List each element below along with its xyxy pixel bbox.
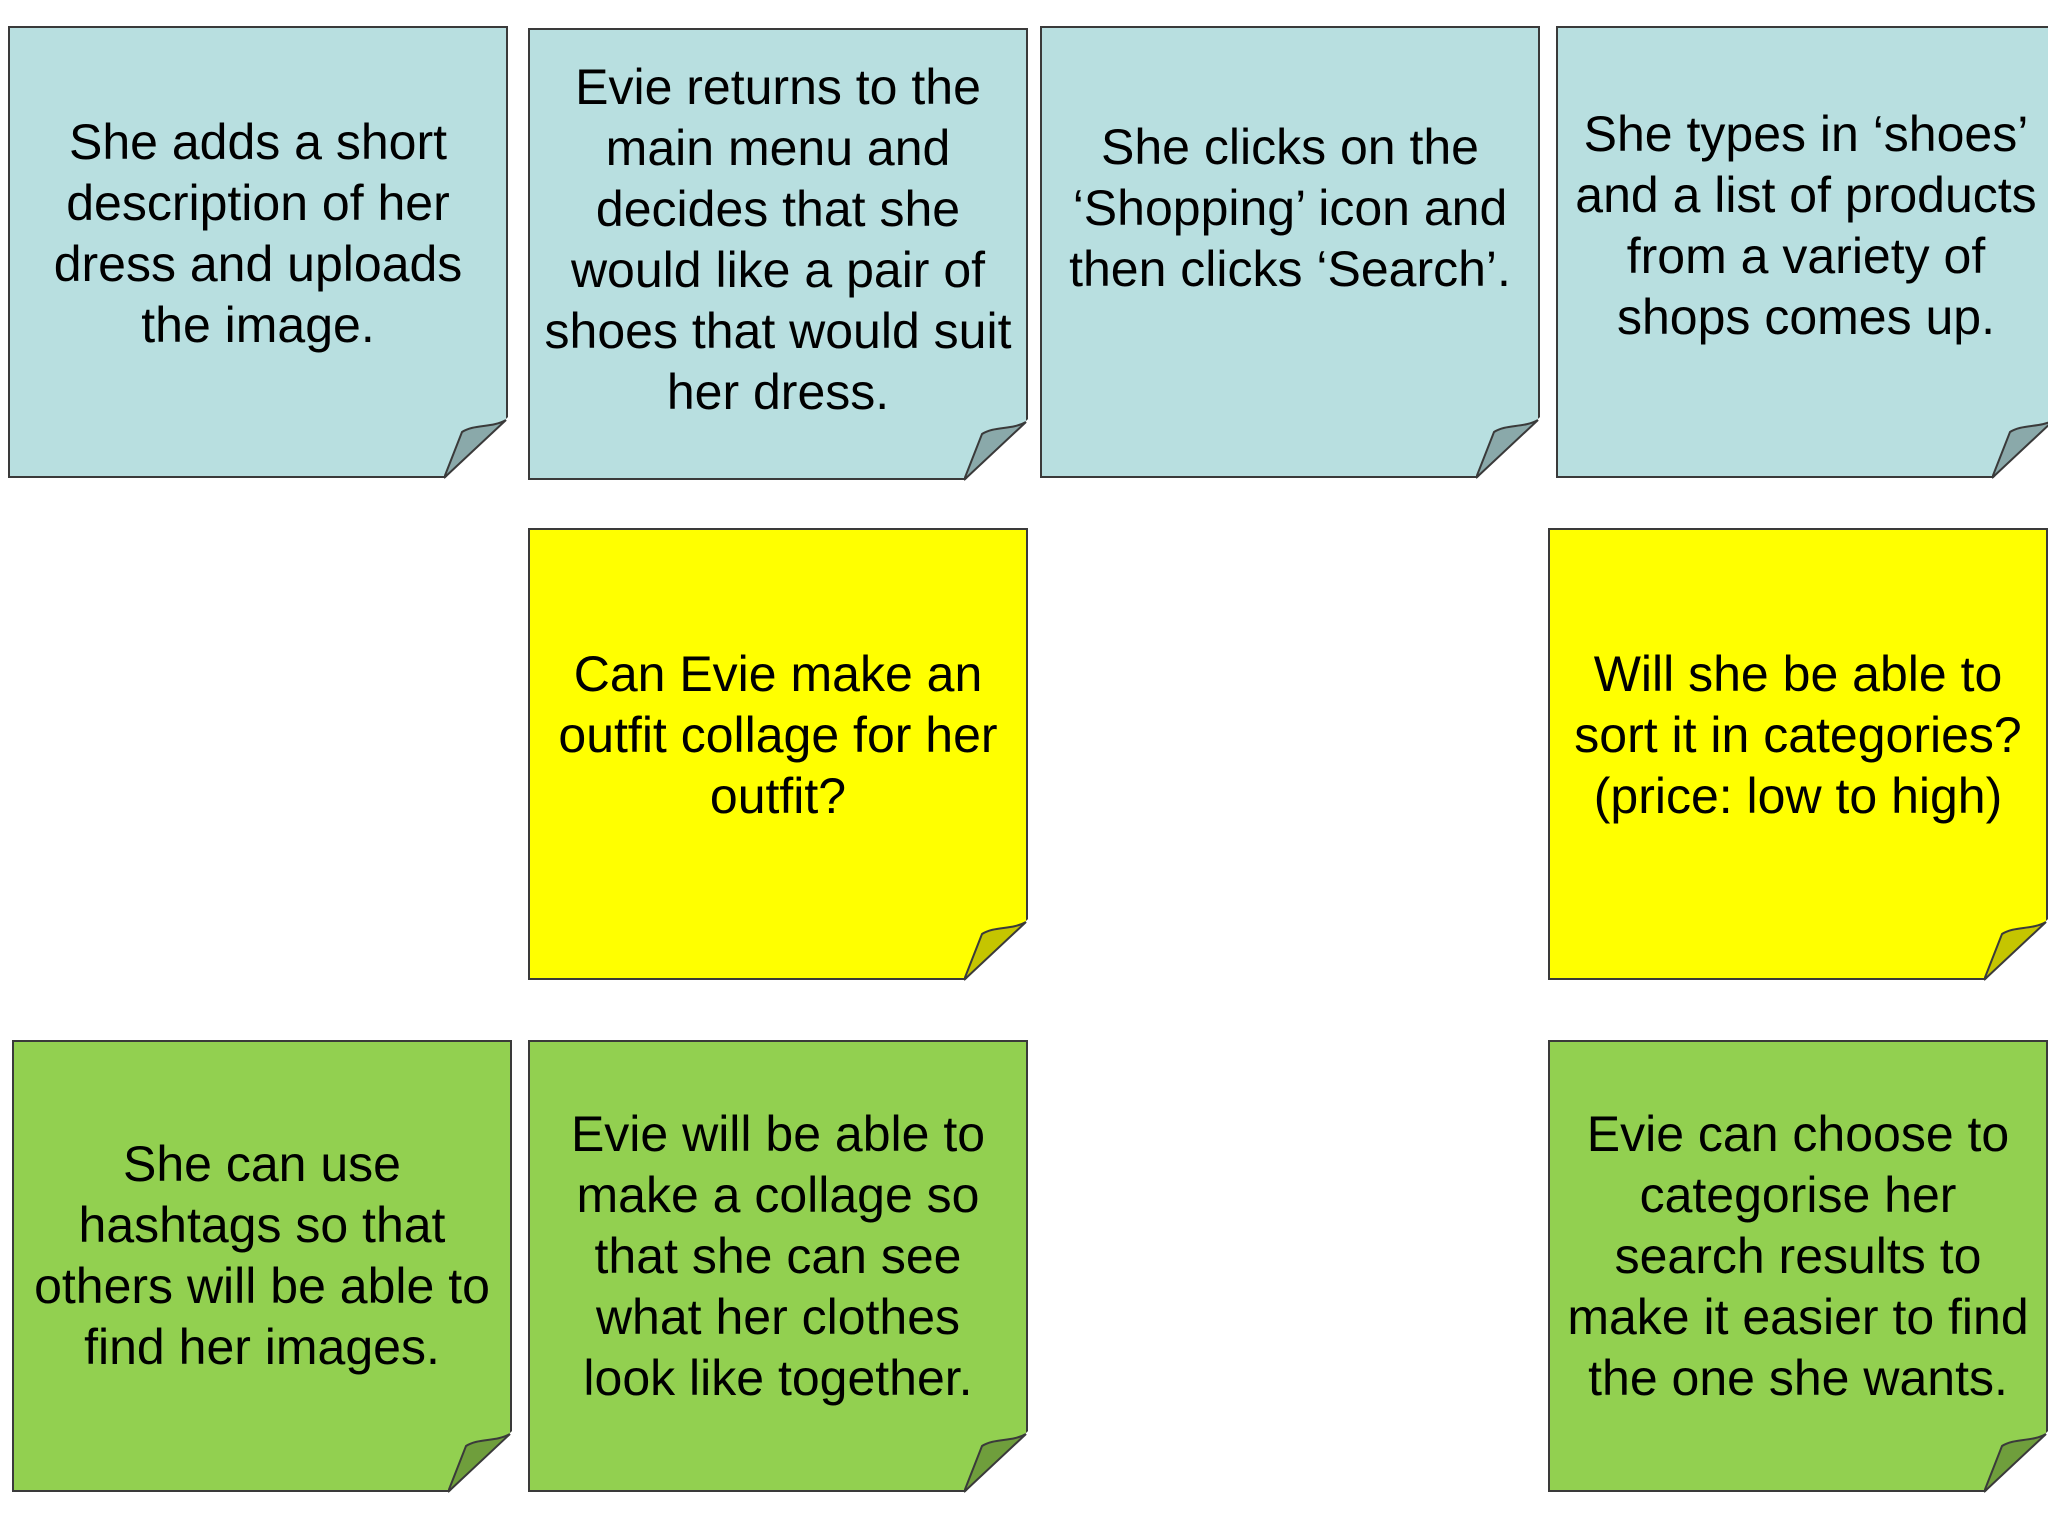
note-text: She can use hashtags so that others will… [34,1136,490,1375]
sticky-note-upload-image: She adds a short description of her dres… [8,26,508,478]
sticky-note-question-sort: Will she be able to sort it in categorie… [1548,528,2048,980]
sticky-note-answer-collage: Evie will be able to make a collage so t… [528,1040,1028,1492]
sticky-note-types-shoes: She types in ‘shoes’ and a list of produ… [1556,26,2048,478]
sticky-note-answer-categorise: Evie can choose to categorise her search… [1548,1040,2048,1492]
sticky-note-main-menu-shoes: Evie returns to the main menu and decide… [528,28,1028,480]
note-text: Can Evie make an outfit collage for her … [558,645,998,824]
sticky-note-shopping-search: She clicks on the ‘Shopping’ icon and th… [1040,26,1540,478]
note-text: Evie returns to the main menu and decide… [544,59,1012,420]
note-text: She adds a short description of her dres… [53,114,463,353]
sticky-note-answer-hashtags: She can use hashtags so that others will… [12,1040,512,1492]
sticky-note-question-collage: Can Evie make an outfit collage for her … [528,528,1028,980]
note-text: She clicks on the ‘Shopping’ icon and th… [1069,118,1511,297]
note-text: Will she be able to sort it in categorie… [1574,645,2022,824]
note-text: Evie can choose to categorise her search… [1567,1105,2029,1406]
note-text: She types in ‘shoes’ and a list of produ… [1575,106,2037,345]
note-text: Evie will be able to make a collage so t… [570,1105,986,1406]
